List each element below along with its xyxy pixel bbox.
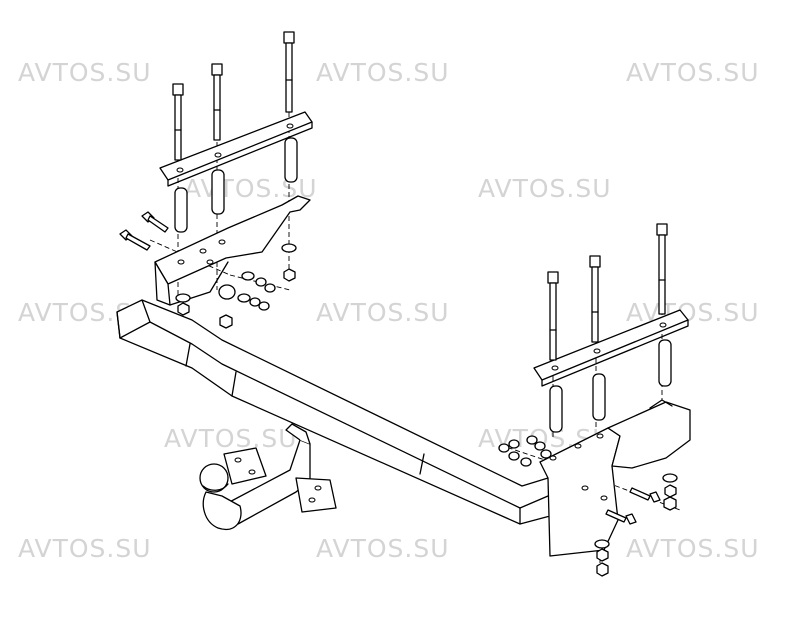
clamp-plate: [533, 309, 689, 387]
bolt: [283, 31, 295, 113]
tow-ball: [199, 463, 242, 531]
bolt: [119, 229, 151, 251]
bolt: [211, 63, 223, 141]
bolt: [141, 211, 169, 233]
nut: [498, 435, 677, 577]
bolt: [656, 223, 668, 315]
clamp-plate: [159, 111, 313, 187]
nut: [177, 268, 296, 329]
spacer-sleeve: [174, 137, 298, 233]
left-mounting-bracket: [154, 195, 311, 306]
bolt: [629, 487, 661, 503]
bolt: [547, 271, 559, 361]
tow-ball-mount: [221, 423, 337, 525]
washer: [508, 451, 678, 549]
tow-bar-beam: [116, 299, 551, 525]
bolt: [589, 255, 601, 343]
washer: [175, 243, 297, 303]
right-mounting-bracket: [539, 399, 691, 557]
bolt: [172, 83, 184, 161]
bolt: [605, 509, 637, 525]
spacer-sleeve: [549, 339, 672, 433]
